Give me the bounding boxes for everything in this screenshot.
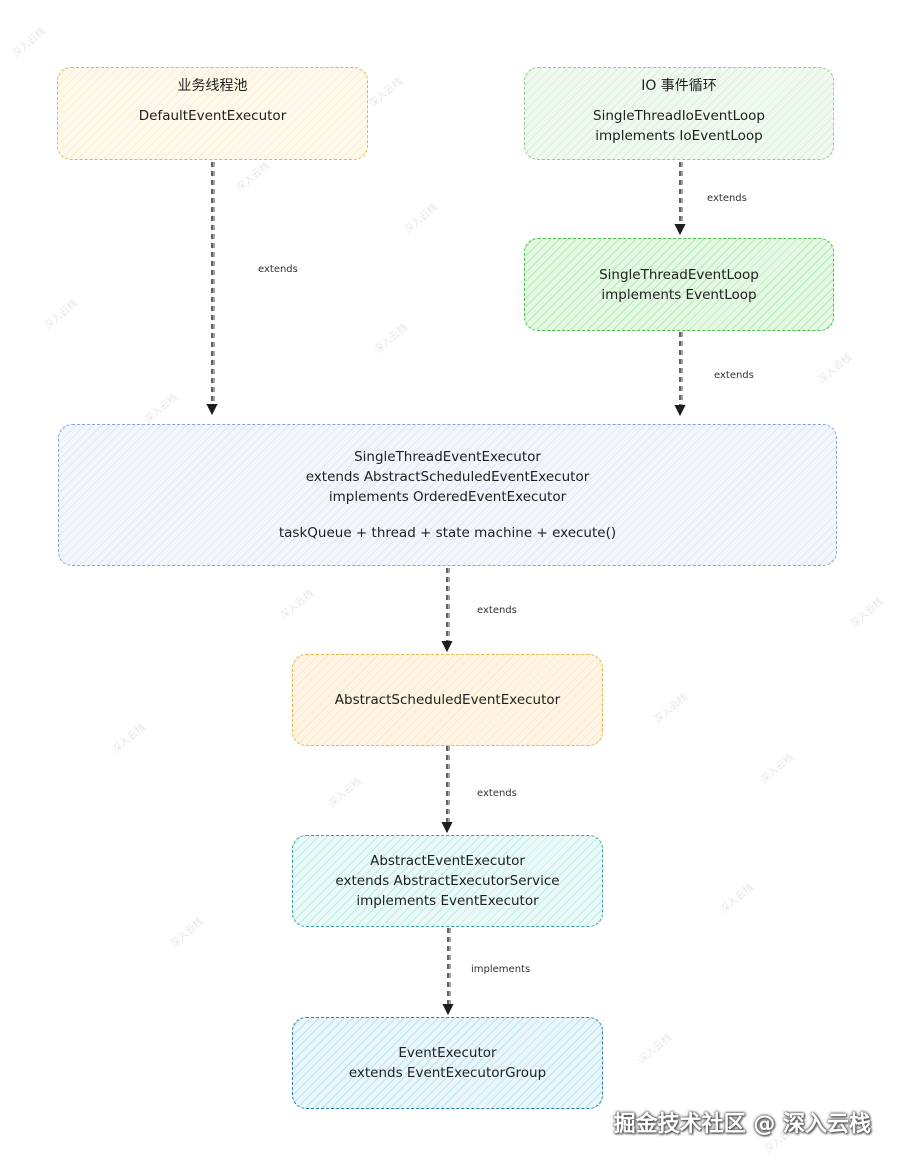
node-event-executor[interactable]: EventExecutor extends EventExecutorGroup bbox=[292, 1017, 603, 1109]
edge-label-aee-to-ee: implements bbox=[471, 964, 531, 975]
node-line: implements OrderedEventExecutor bbox=[328, 489, 567, 505]
node-line: DefaultEventExecutor bbox=[138, 108, 287, 124]
node-single-thread-event-loop[interactable]: SingleThreadEventLoop implements EventLo… bbox=[524, 238, 834, 331]
node-title: IO 事件循环 bbox=[641, 78, 717, 94]
node-line: EventExecutor bbox=[398, 1045, 497, 1061]
node-line: SingleThreadIoEventLoop bbox=[593, 108, 765, 124]
node-line: SingleThreadEventExecutor bbox=[354, 449, 541, 465]
node-business-thread-pool[interactable]: 业务线程池 DefaultEventExecutor bbox=[57, 67, 368, 160]
node-line: AbstractScheduledEventExecutor bbox=[334, 692, 561, 708]
node-line: SingleThreadEventLoop bbox=[599, 266, 759, 283]
node-line: implements EventLoop bbox=[601, 286, 757, 303]
node-line: implements IoEventLoop bbox=[595, 128, 763, 144]
node-abstract-event-executor[interactable]: AbstractEventExecutor extends AbstractEx… bbox=[292, 835, 603, 927]
node-line: extends AbstractScheduledEventExecutor bbox=[305, 469, 590, 485]
edge-label-biz-to-stee: extends bbox=[258, 264, 298, 275]
edge-label-io-to-stel: extends bbox=[707, 193, 747, 204]
edge-label-stee-to-ase: extends bbox=[477, 605, 517, 616]
edge-label-stel-to-stee: extends bbox=[714, 370, 754, 381]
node-title: 业务线程池 bbox=[177, 78, 248, 94]
node-line: AbstractEventExecutor bbox=[370, 853, 525, 869]
edge-label-ase-to-aee: extends bbox=[477, 788, 517, 799]
node-detail: taskQueue + thread + state machine + exe… bbox=[278, 525, 617, 541]
node-line: extends EventExecutorGroup bbox=[348, 1065, 547, 1081]
node-line: implements EventExecutor bbox=[356, 893, 539, 909]
node-io-event-loop[interactable]: IO 事件循环 SingleThreadIoEventLoop implemen… bbox=[524, 67, 834, 160]
source-credit: 掘金技术社区 @ 深入云栈 bbox=[613, 1112, 871, 1137]
node-abstract-scheduled-event-executor[interactable]: AbstractScheduledEventExecutor bbox=[292, 654, 603, 746]
node-single-thread-event-executor[interactable]: SingleThreadEventExecutor extends Abstra… bbox=[58, 424, 837, 566]
node-line: extends AbstractExecutorService bbox=[335, 873, 560, 889]
